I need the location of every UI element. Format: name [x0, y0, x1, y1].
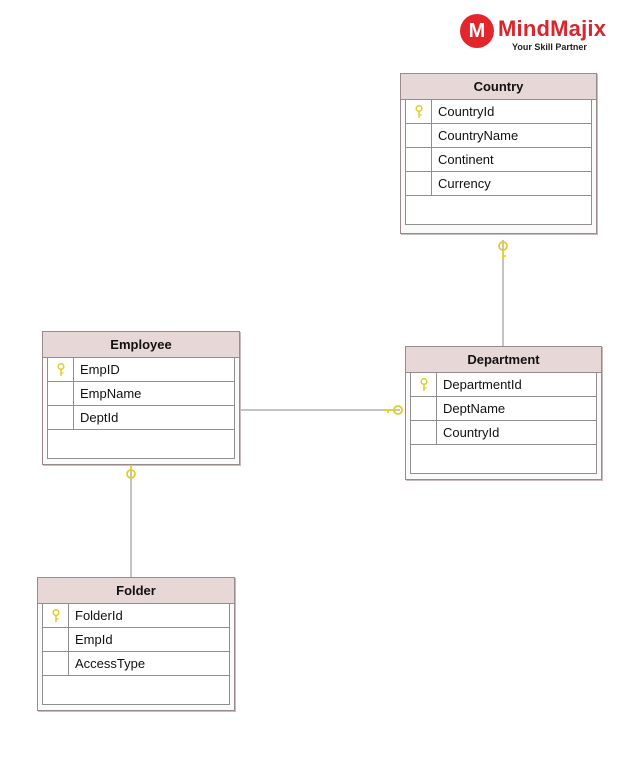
primary-key-cell: [48, 358, 74, 381]
field-row: FolderId: [43, 604, 229, 628]
field-name: DeptName: [443, 401, 506, 416]
field-row: EmpID: [48, 358, 234, 382]
primary-key-icon: [56, 362, 65, 376]
key-cell: [411, 397, 437, 420]
primary-key-icon: [419, 377, 428, 391]
field-name: CountryId: [438, 104, 495, 119]
relationship-key-icon: [384, 405, 403, 415]
entity-employee[interactable]: Employee EmpID EmpName DeptId: [42, 331, 240, 465]
empty-field-row: [43, 676, 229, 704]
field-row: Currency: [406, 172, 591, 196]
primary-key-cell: [406, 100, 432, 123]
logo-name: MindMajix: [498, 16, 607, 41]
relationship-key-icon: [498, 241, 508, 260]
field-name: Continent: [438, 152, 494, 167]
field-name: AccessType: [75, 656, 146, 671]
entity-country[interactable]: Country CountryId CountryName Continent …: [400, 73, 597, 234]
field-list: EmpID EmpName DeptId: [47, 358, 235, 459]
field-row: AccessType: [43, 652, 229, 676]
entity-title: Country: [401, 74, 596, 100]
entity-folder[interactable]: Folder FolderId EmpId AccessType: [37, 577, 235, 711]
field-name: EmpName: [80, 386, 142, 401]
field-row: Continent: [406, 148, 591, 172]
logo-tagline: Your Skill Partner: [512, 42, 587, 52]
entity-title: Department: [406, 347, 601, 373]
key-cell: [411, 421, 437, 444]
primary-key-cell: [411, 373, 437, 396]
key-cell: [48, 382, 74, 405]
field-row: DepartmentId: [411, 373, 596, 397]
field-name: FolderId: [75, 608, 123, 623]
field-list: CountryId CountryName Continent Currency: [405, 100, 592, 225]
field-name: EmpId: [75, 632, 113, 647]
field-row: CountryName: [406, 124, 591, 148]
field-row: EmpId: [43, 628, 229, 652]
empty-field-row: [411, 445, 596, 473]
key-cell: [48, 406, 74, 429]
field-row: CountryId: [406, 100, 591, 124]
field-name: EmpID: [80, 362, 120, 377]
logo-mark-icon: M: [460, 14, 494, 48]
field-list: FolderId EmpId AccessType: [42, 604, 230, 705]
primary-key-cell: [43, 604, 69, 627]
field-name: DepartmentId: [443, 377, 522, 392]
field-name: CountryId: [443, 425, 500, 440]
field-list: DepartmentId DeptName CountryId: [410, 373, 597, 474]
primary-key-icon: [414, 104, 423, 118]
key-cell: [406, 148, 432, 171]
field-row: DeptId: [48, 406, 234, 430]
empty-field-row: [406, 196, 591, 224]
entity-department[interactable]: Department DepartmentId DeptName Country…: [405, 346, 602, 480]
field-row: CountryId: [411, 421, 596, 445]
key-cell: [43, 628, 69, 651]
empty-field-row: [48, 430, 234, 458]
field-name: CountryName: [438, 128, 519, 143]
entity-title: Employee: [43, 332, 239, 358]
primary-key-icon: [51, 608, 60, 622]
field-row: EmpName: [48, 382, 234, 406]
mindmajix-logo: M MindMajix Your Skill Partner: [460, 14, 610, 56]
key-cell: [406, 172, 432, 195]
field-row: DeptName: [411, 397, 596, 421]
key-cell: [406, 124, 432, 147]
field-name: Currency: [438, 176, 491, 191]
field-name: DeptId: [80, 410, 119, 425]
entity-title: Folder: [38, 578, 234, 604]
key-cell: [43, 652, 69, 675]
